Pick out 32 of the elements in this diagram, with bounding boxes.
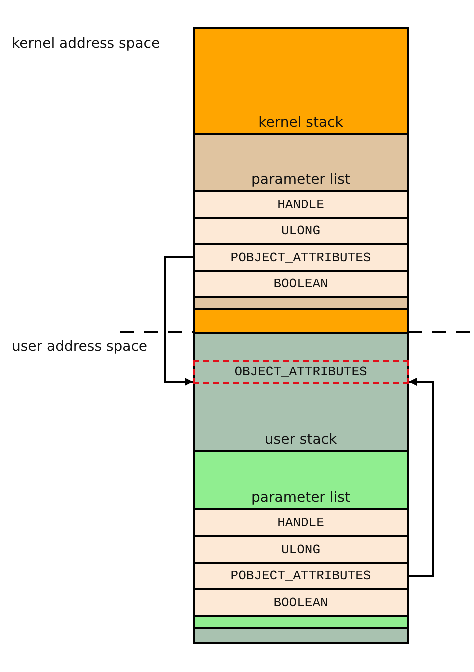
region-label: parameter list: [250, 172, 352, 188]
highlighted-structure: [193, 360, 409, 384]
type-name: POBJECT_ATTRIBUTES: [230, 568, 372, 584]
arrow: [409, 378, 434, 577]
type-name: ULONG: [280, 224, 322, 238]
stack-slot: [193, 508, 409, 537]
type-name: ULONG: [280, 542, 322, 557]
type-name: BOOLEAN: [272, 276, 330, 292]
stack-slot: [193, 270, 409, 298]
type-name: BOOLEAN: [272, 595, 330, 610]
region-label: parameter list: [250, 490, 352, 506]
type-name: HANDLE: [276, 197, 326, 212]
parameter-list-region: [193, 450, 409, 510]
type-name: HANDLE: [276, 515, 326, 530]
region-label: kernel stack: [258, 115, 344, 131]
stack-band: [193, 308, 409, 334]
stack-band: [193, 627, 409, 644]
stack-slot: [193, 243, 409, 272]
type-name: POBJECT_ATTRIBUTES: [230, 250, 372, 265]
stack-slot: [193, 217, 409, 245]
stack-slot: [193, 562, 409, 590]
address-space-label: user address space: [12, 339, 148, 355]
arrow: [164, 256, 193, 386]
stack-slot: [193, 535, 409, 564]
kernel-stack-region: [193, 27, 409, 135]
stack-slot: [193, 588, 409, 617]
address-space-label: kernel address space: [12, 36, 160, 52]
parameter-list-region: [193, 133, 409, 192]
region-label: user stack: [264, 432, 338, 448]
stack-slot: [193, 190, 409, 219]
type-name: OBJECT_ATTRIBUTES: [234, 364, 368, 380]
user-stack-region: [193, 332, 409, 452]
